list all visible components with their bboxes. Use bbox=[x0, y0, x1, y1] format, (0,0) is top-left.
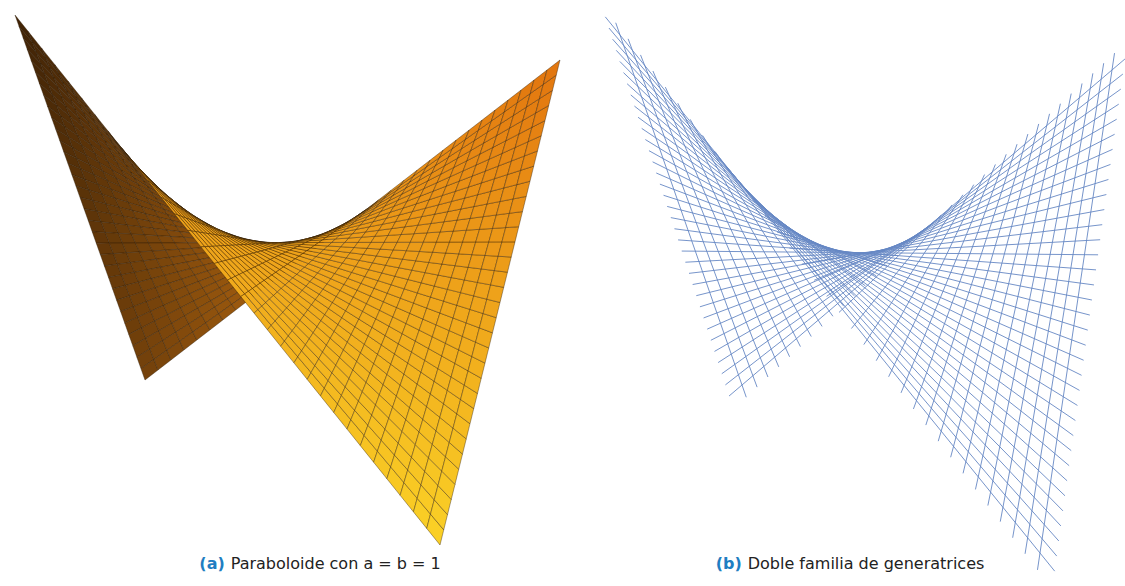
generator-line bbox=[671, 218, 1092, 300]
generator-lines bbox=[605, 17, 1125, 571]
generator-line bbox=[901, 164, 995, 392]
surface-patch bbox=[452, 130, 469, 149]
surface-patch bbox=[506, 212, 523, 228]
generator-line bbox=[653, 162, 1082, 375]
subfigure-tag: (b) bbox=[716, 554, 742, 573]
generator-line bbox=[667, 206, 1090, 315]
generator-line bbox=[656, 173, 1083, 360]
surface-patch bbox=[413, 160, 430, 176]
generator-line bbox=[620, 61, 1063, 510]
surface-patch bbox=[487, 285, 504, 303]
surface-patch bbox=[491, 271, 508, 288]
surface-patch bbox=[494, 256, 511, 272]
surface-patch bbox=[375, 190, 392, 204]
generator-line bbox=[988, 94, 1071, 506]
surface-patch bbox=[502, 227, 519, 242]
generator-line bbox=[638, 117, 1073, 435]
surface-patch bbox=[439, 140, 456, 158]
generator-line bbox=[963, 114, 1049, 474]
generator-line bbox=[631, 95, 1069, 466]
generator-line bbox=[605, 17, 1054, 571]
generator-line bbox=[1025, 63, 1104, 554]
surface-patch bbox=[180, 205, 197, 217]
generator-line bbox=[689, 225, 1102, 274]
generator-line bbox=[634, 106, 1071, 451]
generator-line bbox=[623, 73, 1065, 496]
subfigure-caption: (b) Doble familia de generatrices bbox=[716, 553, 985, 575]
surface-patch bbox=[205, 222, 222, 231]
generator-line bbox=[664, 195, 1088, 330]
generator-line bbox=[864, 195, 963, 345]
surface-patch bbox=[388, 180, 405, 194]
generator-line bbox=[913, 154, 1006, 409]
surface-patch bbox=[426, 150, 443, 167]
caption-text: Paraboloide con a = b = 1 bbox=[231, 554, 441, 573]
surface-patch bbox=[397, 176, 414, 190]
subfigure-caption: (a) Paraboloide con a = b = 1 bbox=[199, 553, 440, 575]
generator-line bbox=[609, 28, 1057, 556]
generator-line bbox=[642, 128, 1076, 420]
subfigure-tag: (a) bbox=[199, 554, 224, 573]
surface-patch bbox=[234, 235, 251, 240]
generator-line bbox=[616, 50, 1061, 526]
surface-patch bbox=[498, 242, 515, 257]
generator-line bbox=[729, 59, 1125, 396]
generator-line bbox=[693, 210, 1105, 285]
surface-patch bbox=[543, 60, 560, 84]
surface-patch bbox=[401, 170, 418, 185]
surface-patch bbox=[465, 120, 482, 139]
generator-line bbox=[926, 144, 1017, 425]
caption-text: Doble familia de generatrices bbox=[748, 554, 985, 573]
generator-line bbox=[975, 104, 1060, 490]
generator-line bbox=[678, 240, 1096, 270]
paraboloid-surface bbox=[15, 15, 560, 545]
generator-line bbox=[1037, 53, 1114, 570]
